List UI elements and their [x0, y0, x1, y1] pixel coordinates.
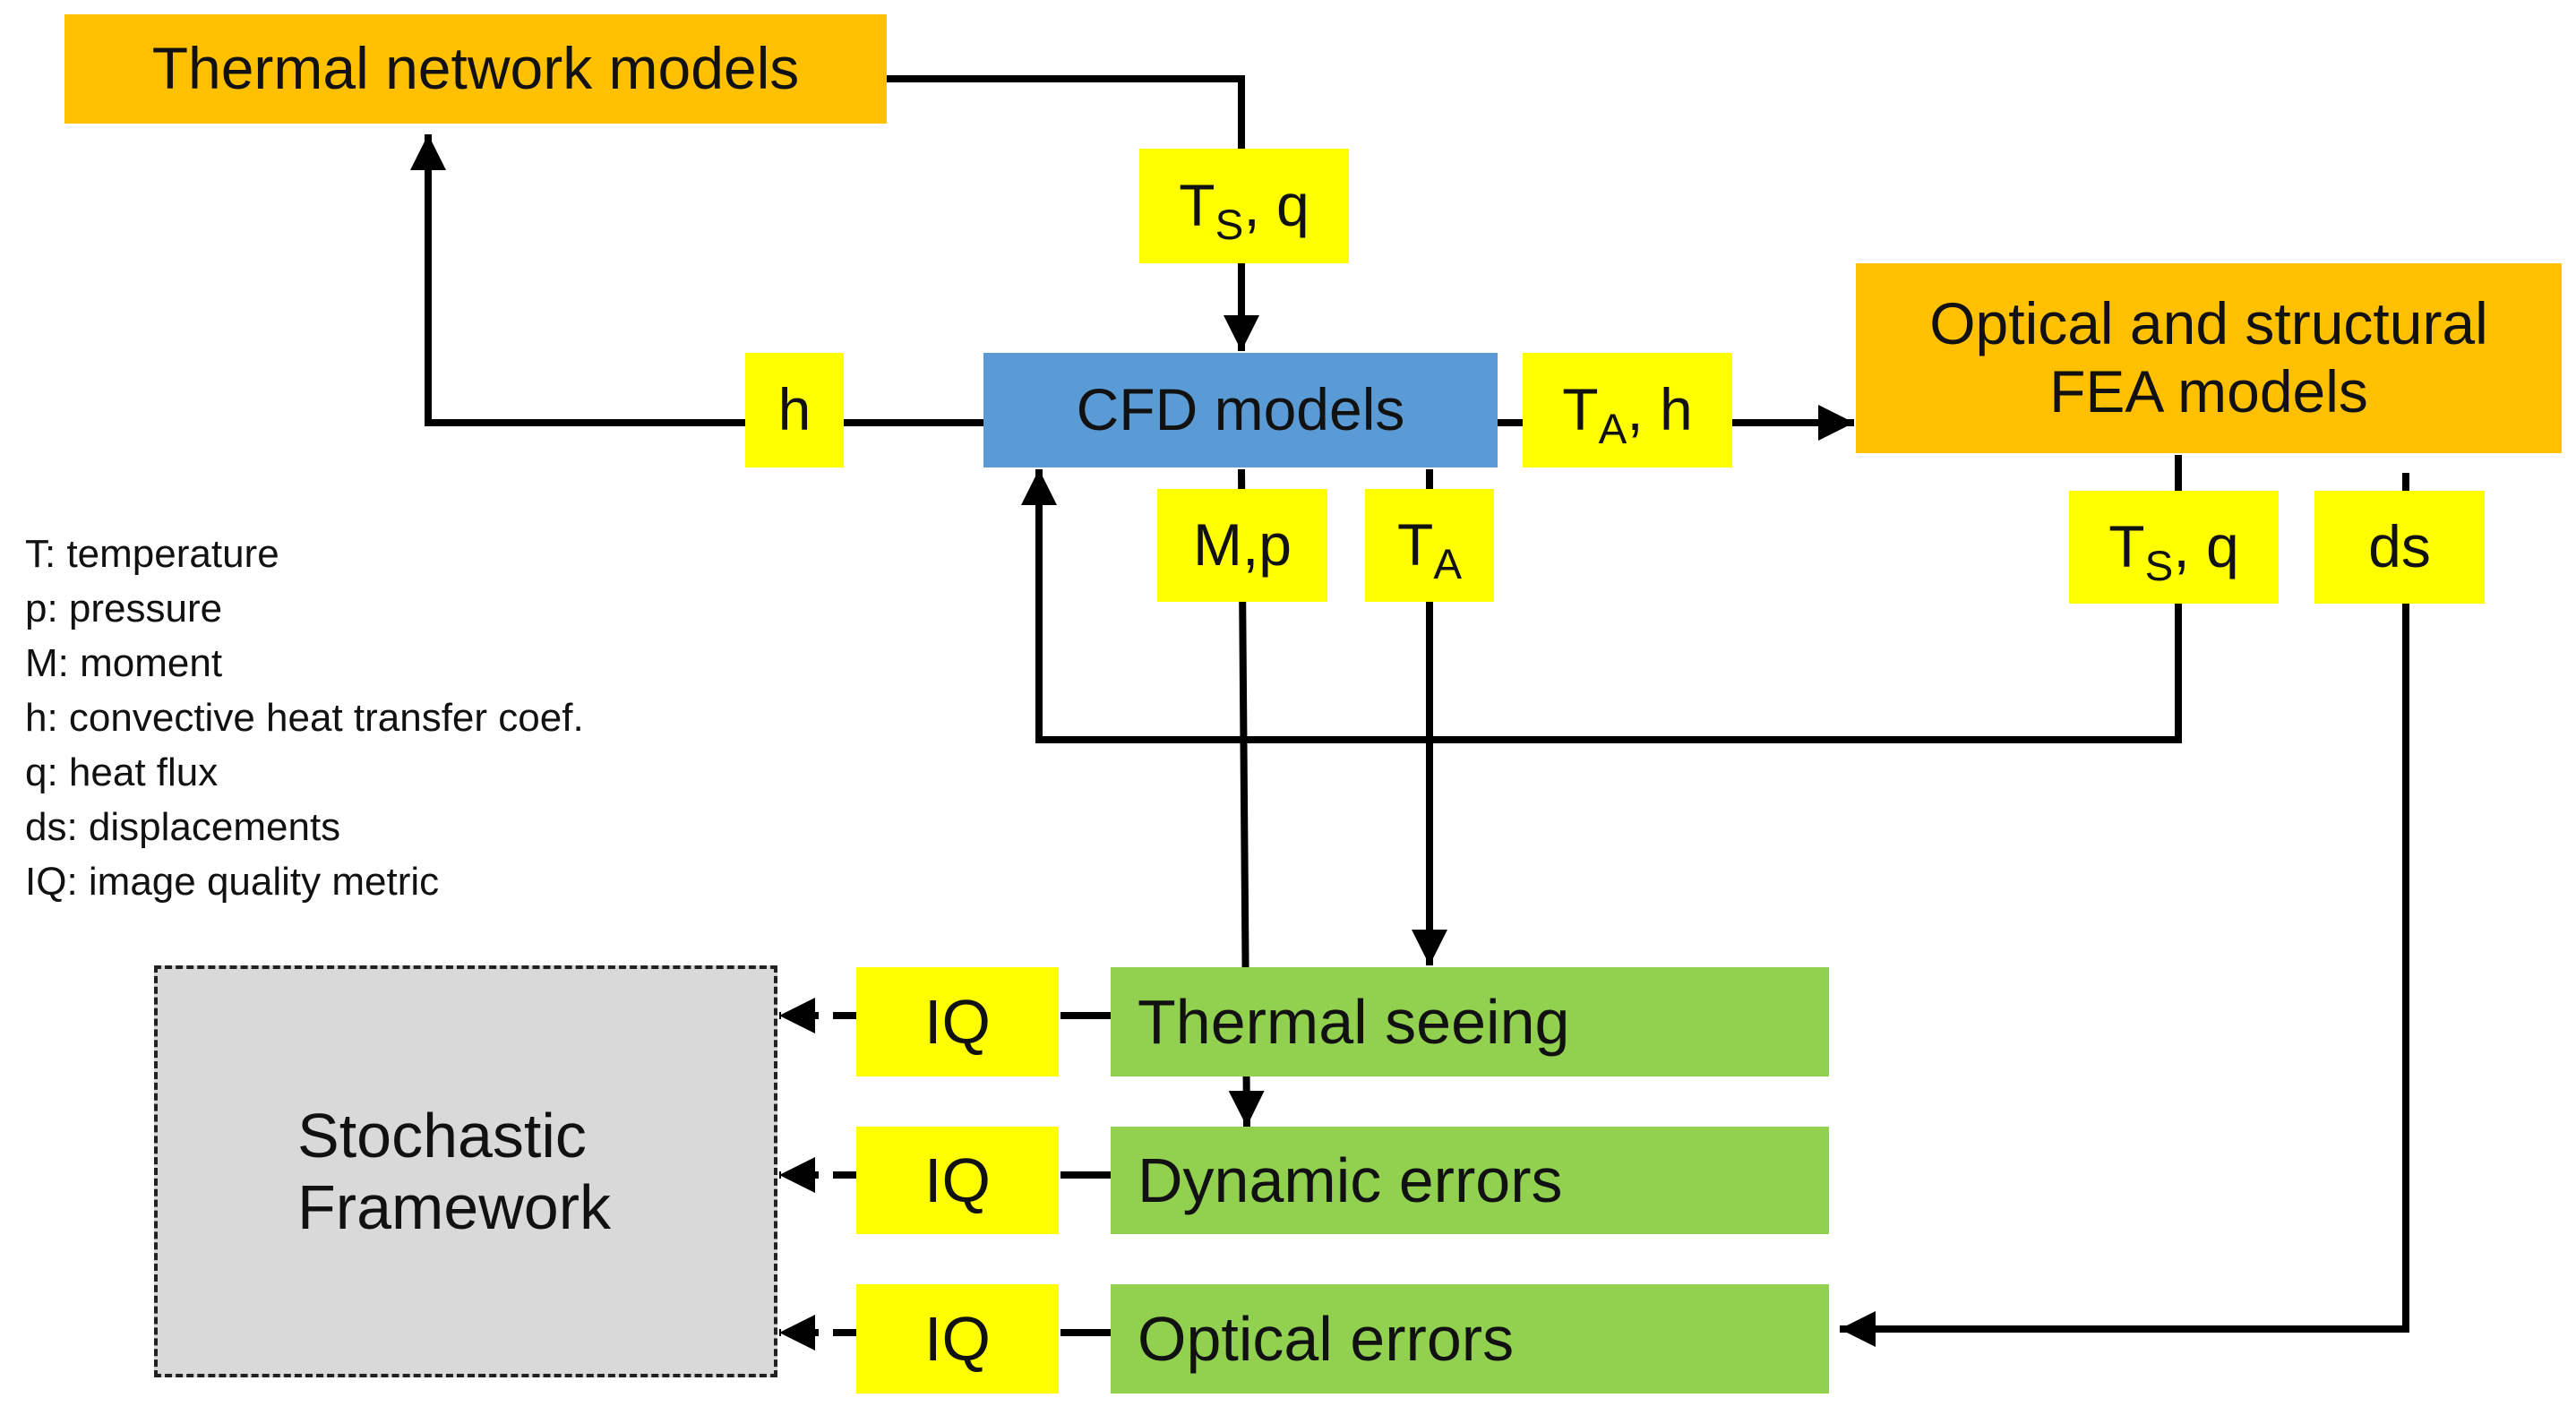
label-ds: ds [2314, 491, 2485, 604]
legend-item: p: pressure [25, 587, 223, 630]
legend: T: temperature p: pressure M: moment h: … [25, 527, 584, 909]
label-ts-q-top-text: TS, q [1179, 172, 1309, 250]
stochastic-framework-box: Stochastic Framework [154, 965, 777, 1377]
label-ts-q-right: TS, q [2069, 491, 2279, 604]
label-iq-1: IQ [856, 967, 1059, 1076]
label-ta: TA [1365, 489, 1494, 602]
label-iq-3: IQ [856, 1284, 1059, 1394]
label-ta-h: TA, h [1523, 353, 1732, 467]
dynamic-errors-label: Dynamic errors [1138, 1145, 1563, 1215]
label-ta-text: TA [1396, 511, 1463, 589]
label-ta-h-text: TA, h [1562, 376, 1693, 454]
legend-item: IQ: image quality metric [25, 860, 440, 904]
legend-item: M: moment [25, 641, 223, 685]
thermal-seeing-box: Thermal seeing [1111, 967, 1829, 1076]
label-iq-2: IQ [856, 1127, 1059, 1234]
label-ts-q-right-text: TS, q [2108, 513, 2239, 591]
stochastic-framework-label-line2: Framework [297, 1172, 612, 1242]
label-m-p: M,p [1157, 489, 1327, 602]
label-m-p-text: M,p [1192, 511, 1292, 579]
label-ds-text: ds [2368, 513, 2431, 580]
optical-errors-label: Optical errors [1138, 1303, 1515, 1374]
thermal-network-models-box: Thermal network models [64, 14, 887, 124]
fea-models-box: Optical and structural FEA models [1856, 263, 2562, 453]
label-h: h [745, 353, 844, 467]
thermal-network-models-label: Thermal network models [151, 35, 800, 102]
label-iq-2-text: IQ [924, 1145, 991, 1215]
legend-item: T: temperature [25, 532, 279, 576]
fea-models-label-line1: Optical and structural [1929, 290, 2488, 357]
cfd-models-box: CFD models [983, 353, 1498, 467]
edge-fea-to-optical [1840, 473, 2409, 1347]
label-ts-q-top: TS, q [1139, 149, 1349, 263]
edge-cfd-to-thermal [410, 134, 983, 426]
label-iq-3-text: IQ [924, 1303, 991, 1374]
fea-models-label-line2: FEA models [2049, 358, 2368, 424]
legend-item: q: heat flux [25, 750, 219, 794]
stochastic-framework-label-line1: Stochastic [297, 1100, 587, 1171]
optical-errors-box: Optical errors [1111, 1284, 1829, 1394]
label-iq-1-text: IQ [924, 986, 991, 1057]
dynamic-errors-box: Dynamic errors [1111, 1127, 1829, 1234]
legend-item: ds: displacements [25, 805, 341, 849]
legend-item: h: convective heat transfer coef. [25, 696, 584, 740]
thermal-seeing-label: Thermal seeing [1138, 986, 1570, 1057]
label-h-text: h [777, 376, 811, 443]
cfd-models-label: CFD models [1076, 376, 1405, 443]
